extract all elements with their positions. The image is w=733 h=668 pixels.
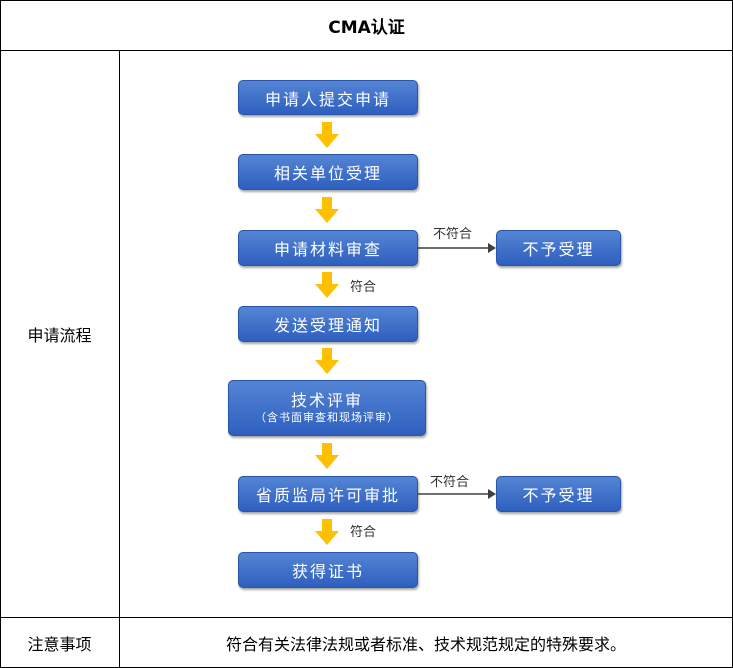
table-divider-notes <box>0 617 733 618</box>
down-arrow-icon <box>315 519 339 545</box>
edge-label-not-match-2: 不符合 <box>430 475 470 490</box>
flow-step-certificate: 获得证书 <box>238 552 418 588</box>
flow-step-material-review: 申请材料审查 <box>238 230 418 266</box>
down-arrow-icon <box>315 443 339 469</box>
technical-review-subtitle: （含书面审查和现场评审） <box>255 411 399 425</box>
flow-reject-1: 不予受理 <box>496 230 621 266</box>
flow-reject-2: 不予受理 <box>496 476 621 512</box>
down-arrow-icon <box>315 122 339 148</box>
table-divider-header <box>0 50 733 51</box>
flow-step-notice: 发送受理通知 <box>238 306 418 342</box>
down-arrow-icon <box>315 348 339 374</box>
notes-row-label: 注意事项 <box>27 634 92 654</box>
edge-label-not-match-1: 不符合 <box>433 227 473 242</box>
flow-step-accept: 相关单位受理 <box>238 154 418 190</box>
flow-step-apply: 申请人提交申请 <box>238 80 418 115</box>
down-arrow-icon <box>315 197 339 223</box>
edge-label-match-2: 符合 <box>350 525 377 540</box>
technical-review-title: 技术评审 <box>290 390 363 410</box>
right-arrow-icon <box>418 489 496 499</box>
table-title: CMA认证 <box>328 17 405 38</box>
flow-step-technical-review: 技术评审 （含书面审查和现场评审） <box>228 380 426 436</box>
edge-label-match-1: 符合 <box>350 280 377 295</box>
table-border-top <box>0 0 733 1</box>
table-border-left <box>0 0 1 668</box>
right-arrow-icon <box>418 243 496 253</box>
down-arrow-icon <box>315 272 339 298</box>
table-divider-column <box>119 50 120 668</box>
process-row-label: 申请流程 <box>27 325 92 345</box>
notes-text: 符合有关法律法规或者标准、技术规范规定的特殊要求。 <box>225 634 626 654</box>
flow-step-approval: 省质监局许可审批 <box>238 476 418 512</box>
